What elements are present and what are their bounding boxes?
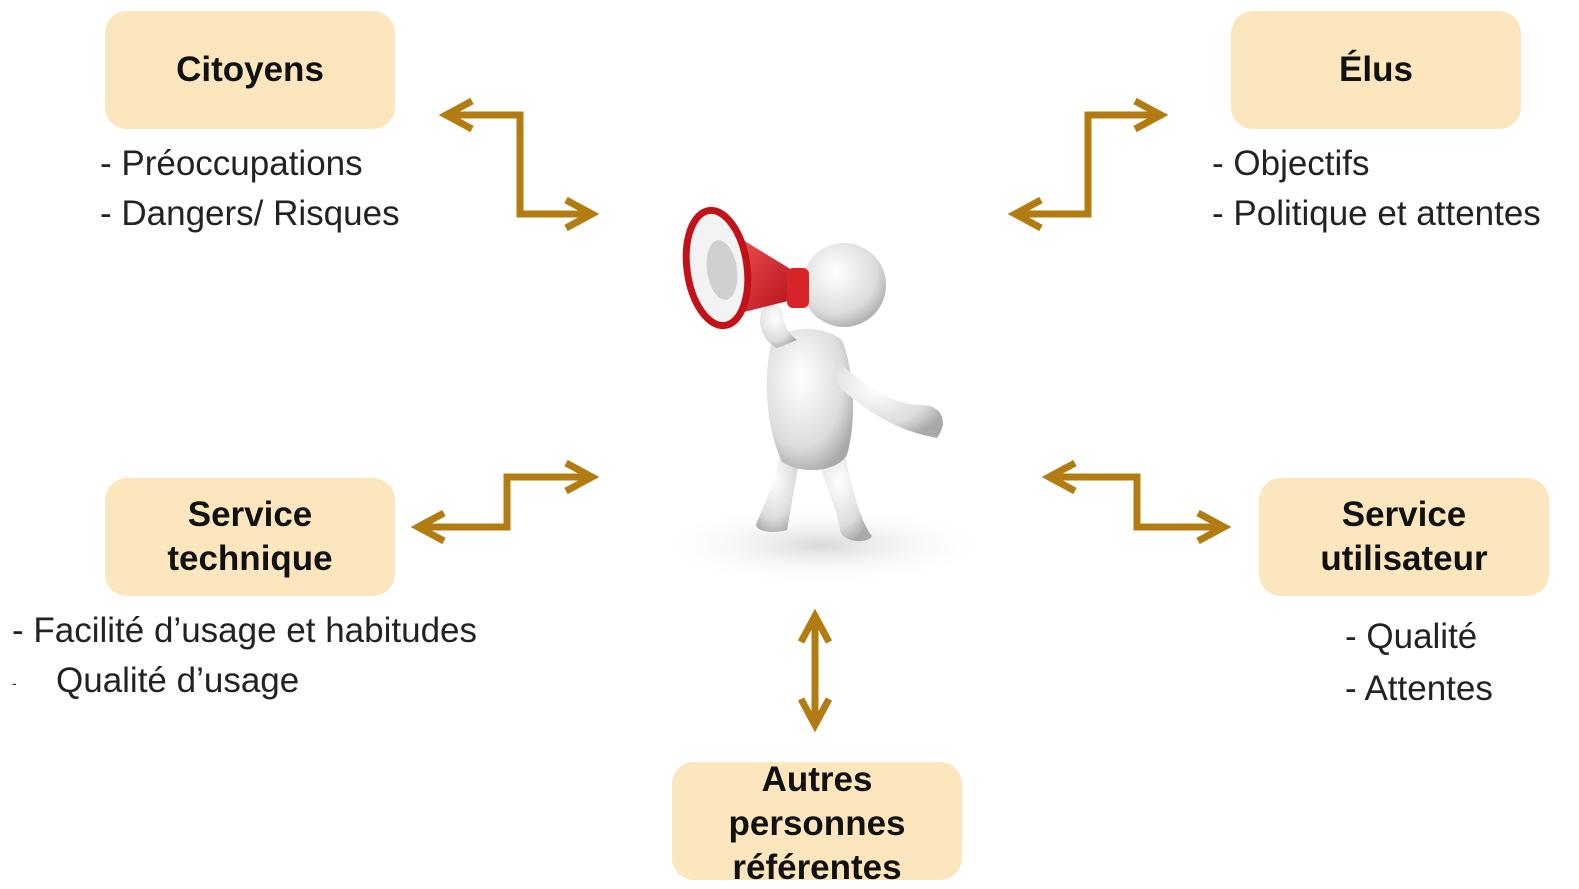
elus-list: - Objectifs - Politique et attentes — [1212, 139, 1541, 239]
node-autres-personnes: Autres personnes référentes — [672, 762, 962, 880]
node-autres-title-line-3: référentes — [732, 848, 902, 880]
node-citoyens-title: Citoyens — [176, 50, 324, 89]
node-elus-title: Élus — [1339, 50, 1413, 89]
node-citoyens: Citoyens — [105, 11, 395, 129]
node-autres-title-line-2: personnes — [728, 804, 906, 843]
citoyens-item: - Dangers/ Risques — [100, 194, 400, 233]
citoyens-list: - Préoccupations - Dangers/ Risques — [100, 139, 400, 239]
service-utilisateur-list: - Qualité - Attentes — [1345, 611, 1493, 715]
service-technique-item: - Facilité d’usage et habitudes — [12, 611, 477, 650]
node-service-utilisateur-title-line-2: utilisateur — [1320, 539, 1488, 578]
arrow-service-utilisateur — [1041, 459, 1232, 545]
service-utilisateur-item: - Qualité — [1345, 617, 1478, 656]
node-service-technique-title-line-1: Service — [187, 495, 313, 534]
elus-item: - Objectifs — [1212, 144, 1370, 183]
megaphone-icon — [682, 206, 809, 330]
node-elus: Élus — [1231, 11, 1521, 129]
arrow-autres — [797, 608, 833, 733]
arrow-service-technique — [410, 459, 600, 545]
tiny-bullet: - — [12, 674, 17, 691]
node-service-technique: Service technique — [105, 478, 395, 596]
citoyens-item: - Préoccupations — [100, 144, 363, 183]
node-service-utilisateur-title-line-1: Service — [1341, 495, 1467, 534]
arrow-elus — [1007, 97, 1169, 232]
person-with-megaphone-icon — [652, 206, 992, 585]
service-technique-item-2: -Qualité d’usage — [12, 656, 477, 708]
service-utilisateur-item: - Attentes — [1345, 669, 1493, 708]
node-service-utilisateur: Service utilisateur — [1259, 478, 1549, 596]
arrow-citoyens — [438, 97, 600, 232]
elus-item: - Politique et attentes — [1212, 194, 1541, 233]
node-autres-title-line-1: Autres — [761, 762, 873, 799]
service-technique-list: - Facilité d’usage et habitudes -Qualité… — [12, 606, 477, 708]
node-service-technique-title-line-2: technique — [167, 539, 333, 578]
